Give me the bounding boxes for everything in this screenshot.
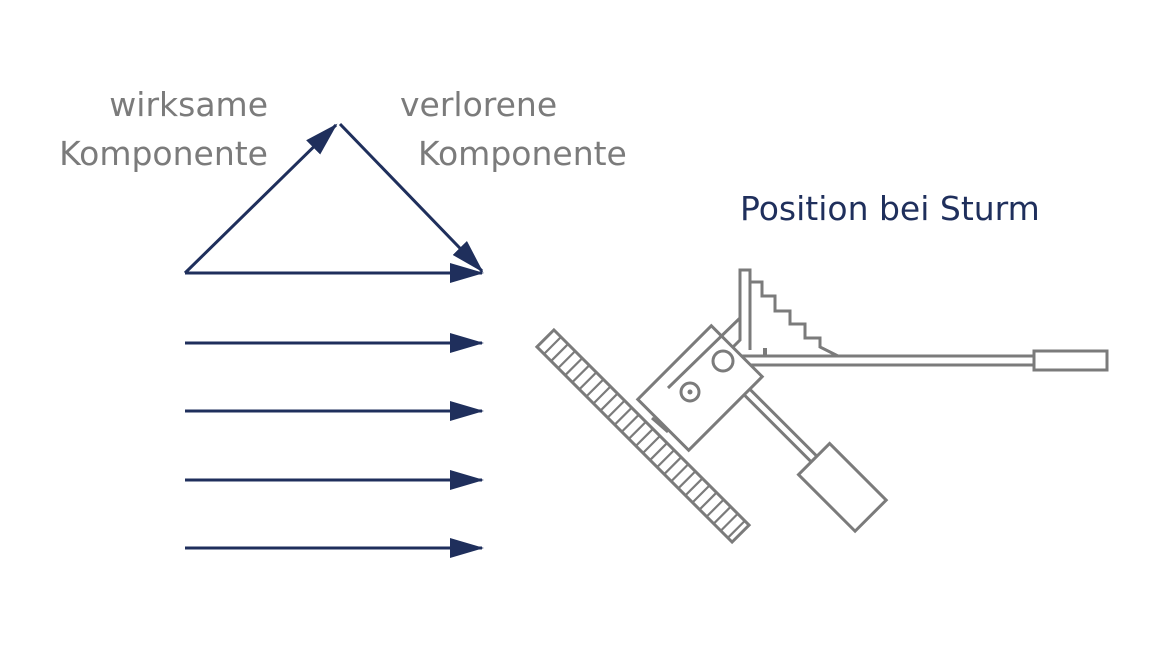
lost-label-line2: Komponente [418, 134, 627, 173]
effective-component-label: wirksame Komponente [40, 88, 268, 170]
wind-arrows [185, 333, 484, 558]
lost-component-label: verlorene Komponente [400, 88, 660, 170]
tail-vane [722, 349, 1109, 372]
storm-position-title: Position bei Sturm [740, 189, 1040, 228]
lost-component-arrow [338, 122, 484, 273]
stepped-plate [720, 268, 839, 358]
vector-triangle [183, 122, 484, 283]
lost-label-line1: verlorene [400, 85, 558, 124]
pivot-circle [711, 349, 735, 373]
effective-component-arrow [183, 123, 338, 275]
rotor-disc [534, 327, 752, 545]
effective-label-line1: wirksame [109, 85, 268, 124]
turbine-mechanism [534, 268, 1109, 545]
effective-label-line2: Komponente [59, 134, 268, 173]
rotor-hub-connector [651, 416, 669, 434]
